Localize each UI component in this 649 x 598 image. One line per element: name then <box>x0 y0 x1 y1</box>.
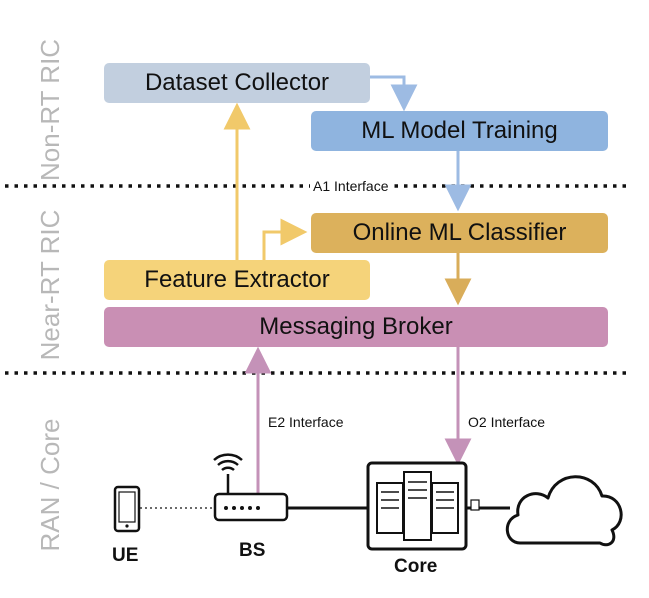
arrow-extractor-to-classifier <box>262 218 308 260</box>
feature-extractor-box: Feature Extractor <box>104 260 370 300</box>
ml-model-training-box: ML Model Training <box>311 111 608 151</box>
connector-port <box>470 499 480 511</box>
a1-interface-label: A1 Interface <box>310 177 392 195</box>
messaging-broker-box: Messaging Broker <box>104 307 608 347</box>
arrow-collector-to-training <box>370 75 418 112</box>
cloud-icon <box>505 475 623 547</box>
smartphone-icon <box>113 485 141 533</box>
ue-label: UE <box>112 545 139 566</box>
bs-label: BS <box>239 540 266 561</box>
online-ml-classifier-box: Online ML Classifier <box>311 213 608 253</box>
dataset-collector-box: Dataset Collector <box>104 63 370 103</box>
layer-label-ran-core: RAN / Core <box>35 418 65 552</box>
router-icon <box>213 453 289 522</box>
o2-interface-label: O2 Interface <box>468 414 546 430</box>
server-rack-icon <box>366 461 468 551</box>
core-label: Core <box>394 556 438 577</box>
layer-label-near-rt-ric: Near-RT RIC <box>35 209 65 361</box>
layer-label-non-rt-ric: Non-RT RIC <box>35 38 65 181</box>
e2-interface-label: E2 Interface <box>268 414 344 430</box>
